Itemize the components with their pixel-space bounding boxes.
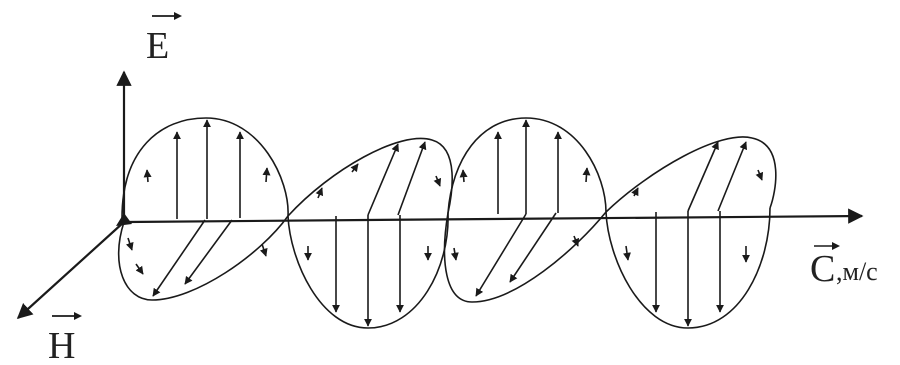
envelope-arrowhead	[128, 238, 132, 250]
e-vector-label: E	[146, 25, 169, 67]
envelope-arrowhead	[262, 244, 266, 256]
h-vector-arrow	[368, 144, 398, 215]
axes	[18, 72, 862, 318]
envelope-arrowhead	[586, 168, 587, 182]
h-vector-arrow	[476, 214, 526, 296]
envelope-arrowhead	[454, 248, 456, 260]
h-field-wave	[119, 137, 776, 302]
h-vector-arrow	[398, 142, 425, 215]
vector-overline-arrowhead	[74, 312, 82, 320]
envelope-arrowhead	[634, 188, 638, 196]
envelope-arrowhead	[758, 170, 762, 180]
c-vector-label: C	[810, 248, 835, 290]
envelope-arrowhead	[436, 176, 440, 186]
h-vector-arrow	[718, 142, 746, 211]
c-axis	[124, 216, 862, 222]
vector-overline-arrowhead	[174, 12, 182, 20]
envelope-arrowhead	[318, 188, 322, 198]
h-vector-label: H	[48, 325, 75, 365]
envelope-arrowhead	[147, 170, 148, 182]
e-lobe-3-upper	[448, 118, 606, 213]
label-e: E	[146, 12, 182, 67]
h-vector-arrow	[153, 220, 205, 296]
h-axis	[18, 222, 124, 318]
h-vector-arrow	[510, 213, 556, 282]
envelope-arrowhead	[266, 168, 267, 182]
envelope-arrowhead	[463, 170, 464, 182]
h-lobe-2	[288, 138, 452, 216]
h-lobe-4	[606, 137, 776, 212]
envelope-arrowhead	[352, 164, 358, 172]
e-lobe-1-upper	[122, 118, 288, 218]
label-c: C ,м/с	[810, 242, 878, 290]
c-unit-label: ,м/с	[836, 257, 878, 286]
envelope-arrowhead	[136, 264, 143, 274]
label-h: H	[48, 312, 82, 365]
h-lobe-3	[445, 212, 606, 302]
envelope-arrowhead	[626, 246, 628, 260]
h-vector-arrow	[185, 220, 232, 284]
